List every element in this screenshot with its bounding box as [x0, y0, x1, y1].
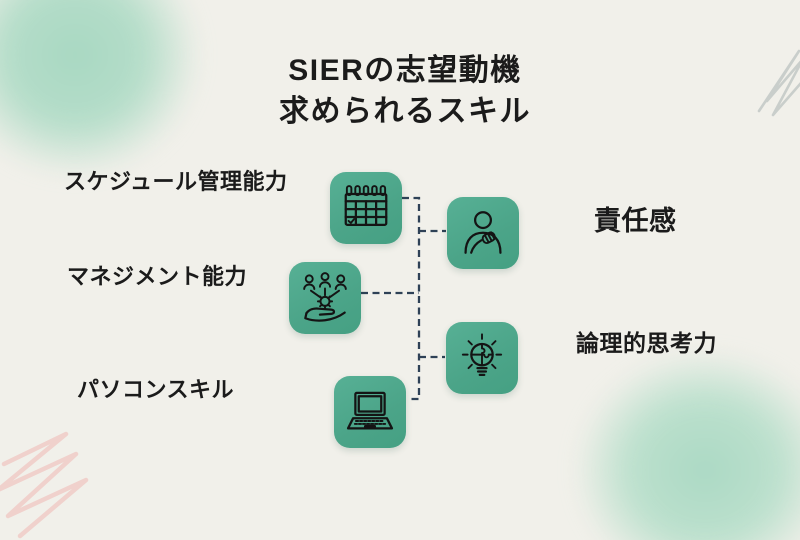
page-title-line1: SIERの志望動機 — [288, 54, 522, 87]
laptop-icon — [346, 391, 394, 430]
pink-scribble-decoration — [0, 431, 89, 539]
team-gear-hand-icon — [303, 272, 347, 322]
skill-tile-management — [289, 262, 361, 334]
hand-on-chest-icon — [464, 211, 502, 254]
calendar-icon — [344, 185, 388, 226]
skill-tile-logical-thinking — [446, 322, 518, 394]
skill-tile-responsibility — [447, 197, 519, 269]
skill-tile-schedule — [330, 172, 402, 244]
label-pc-skill: パソコンスキル — [77, 377, 235, 402]
label-logical-thinking: 論理的思考力 — [576, 330, 717, 356]
page-title: SIERの志望動機 求められるスキル — [5, 50, 800, 132]
page-title-line2: 求められるスキル — [279, 95, 531, 128]
label-responsibility: 責任感 — [594, 206, 677, 236]
skill-tile-pc — [334, 376, 406, 448]
lightbulb-puzzle-icon — [461, 333, 503, 376]
label-schedule-management: スケジュール管理能力 — [64, 169, 288, 194]
label-management-skill: マネジメント能力 — [67, 264, 248, 289]
